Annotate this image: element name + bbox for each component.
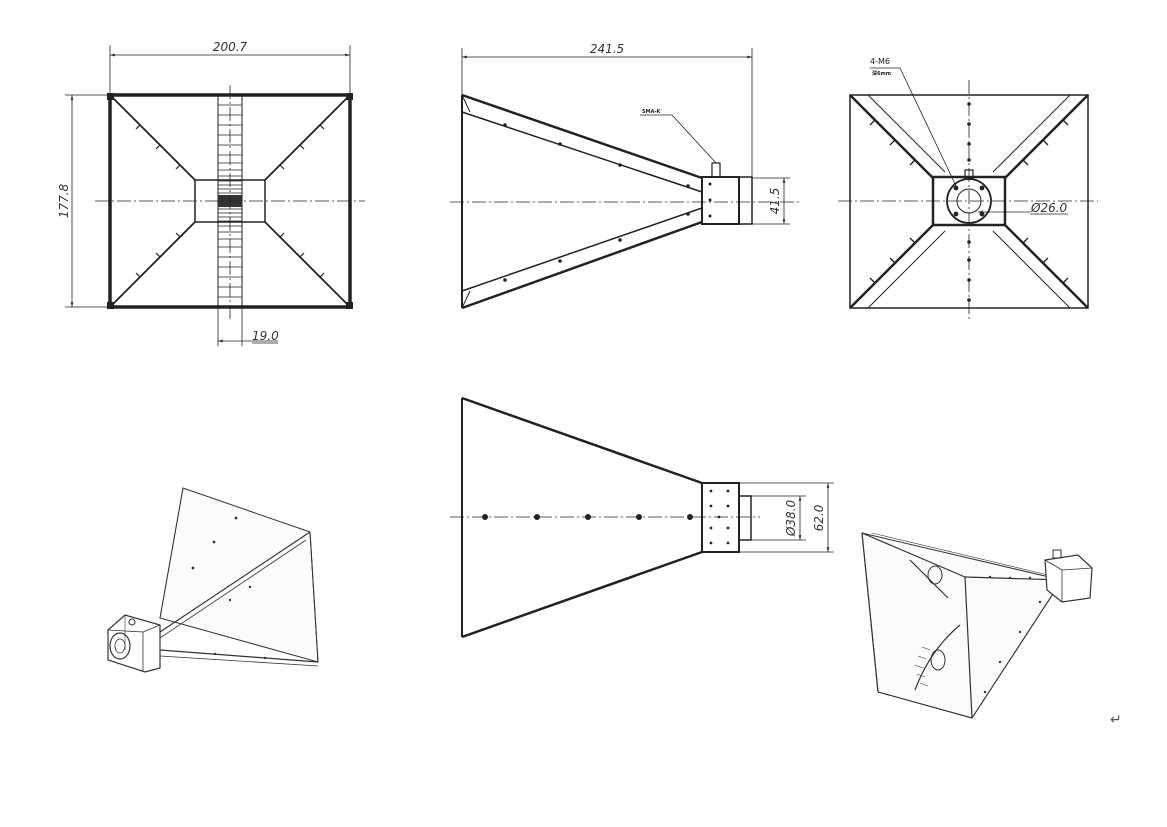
isometric-view-right: [861, 532, 1093, 719]
dim-side-length: 241.5: [590, 42, 624, 56]
rear-holes-label: 4-M6: [870, 57, 890, 66]
front-view: [65, 45, 365, 346]
top-view: [450, 396, 834, 639]
rear-holes-note: 深6mm: [872, 70, 891, 77]
rear-view: [838, 67, 1098, 320]
dim-waveguide-width: 19.0: [252, 329, 279, 343]
dim-side-flange: 41.5: [768, 188, 782, 215]
dim-front-height: 177.8: [57, 183, 71, 218]
connector-label: SMA-K: [642, 109, 662, 115]
paragraph-mark: ↵: [1110, 712, 1122, 728]
dim-front-width: 200.7: [213, 40, 248, 54]
dim-top-inner-diameter: Ø38.0: [784, 500, 798, 538]
dim-rear-diameter: Ø26.0: [1030, 201, 1068, 215]
dim-top-flange: 62.0: [812, 504, 826, 531]
side-view: [450, 48, 800, 310]
isometric-view-left: [107, 487, 319, 673]
